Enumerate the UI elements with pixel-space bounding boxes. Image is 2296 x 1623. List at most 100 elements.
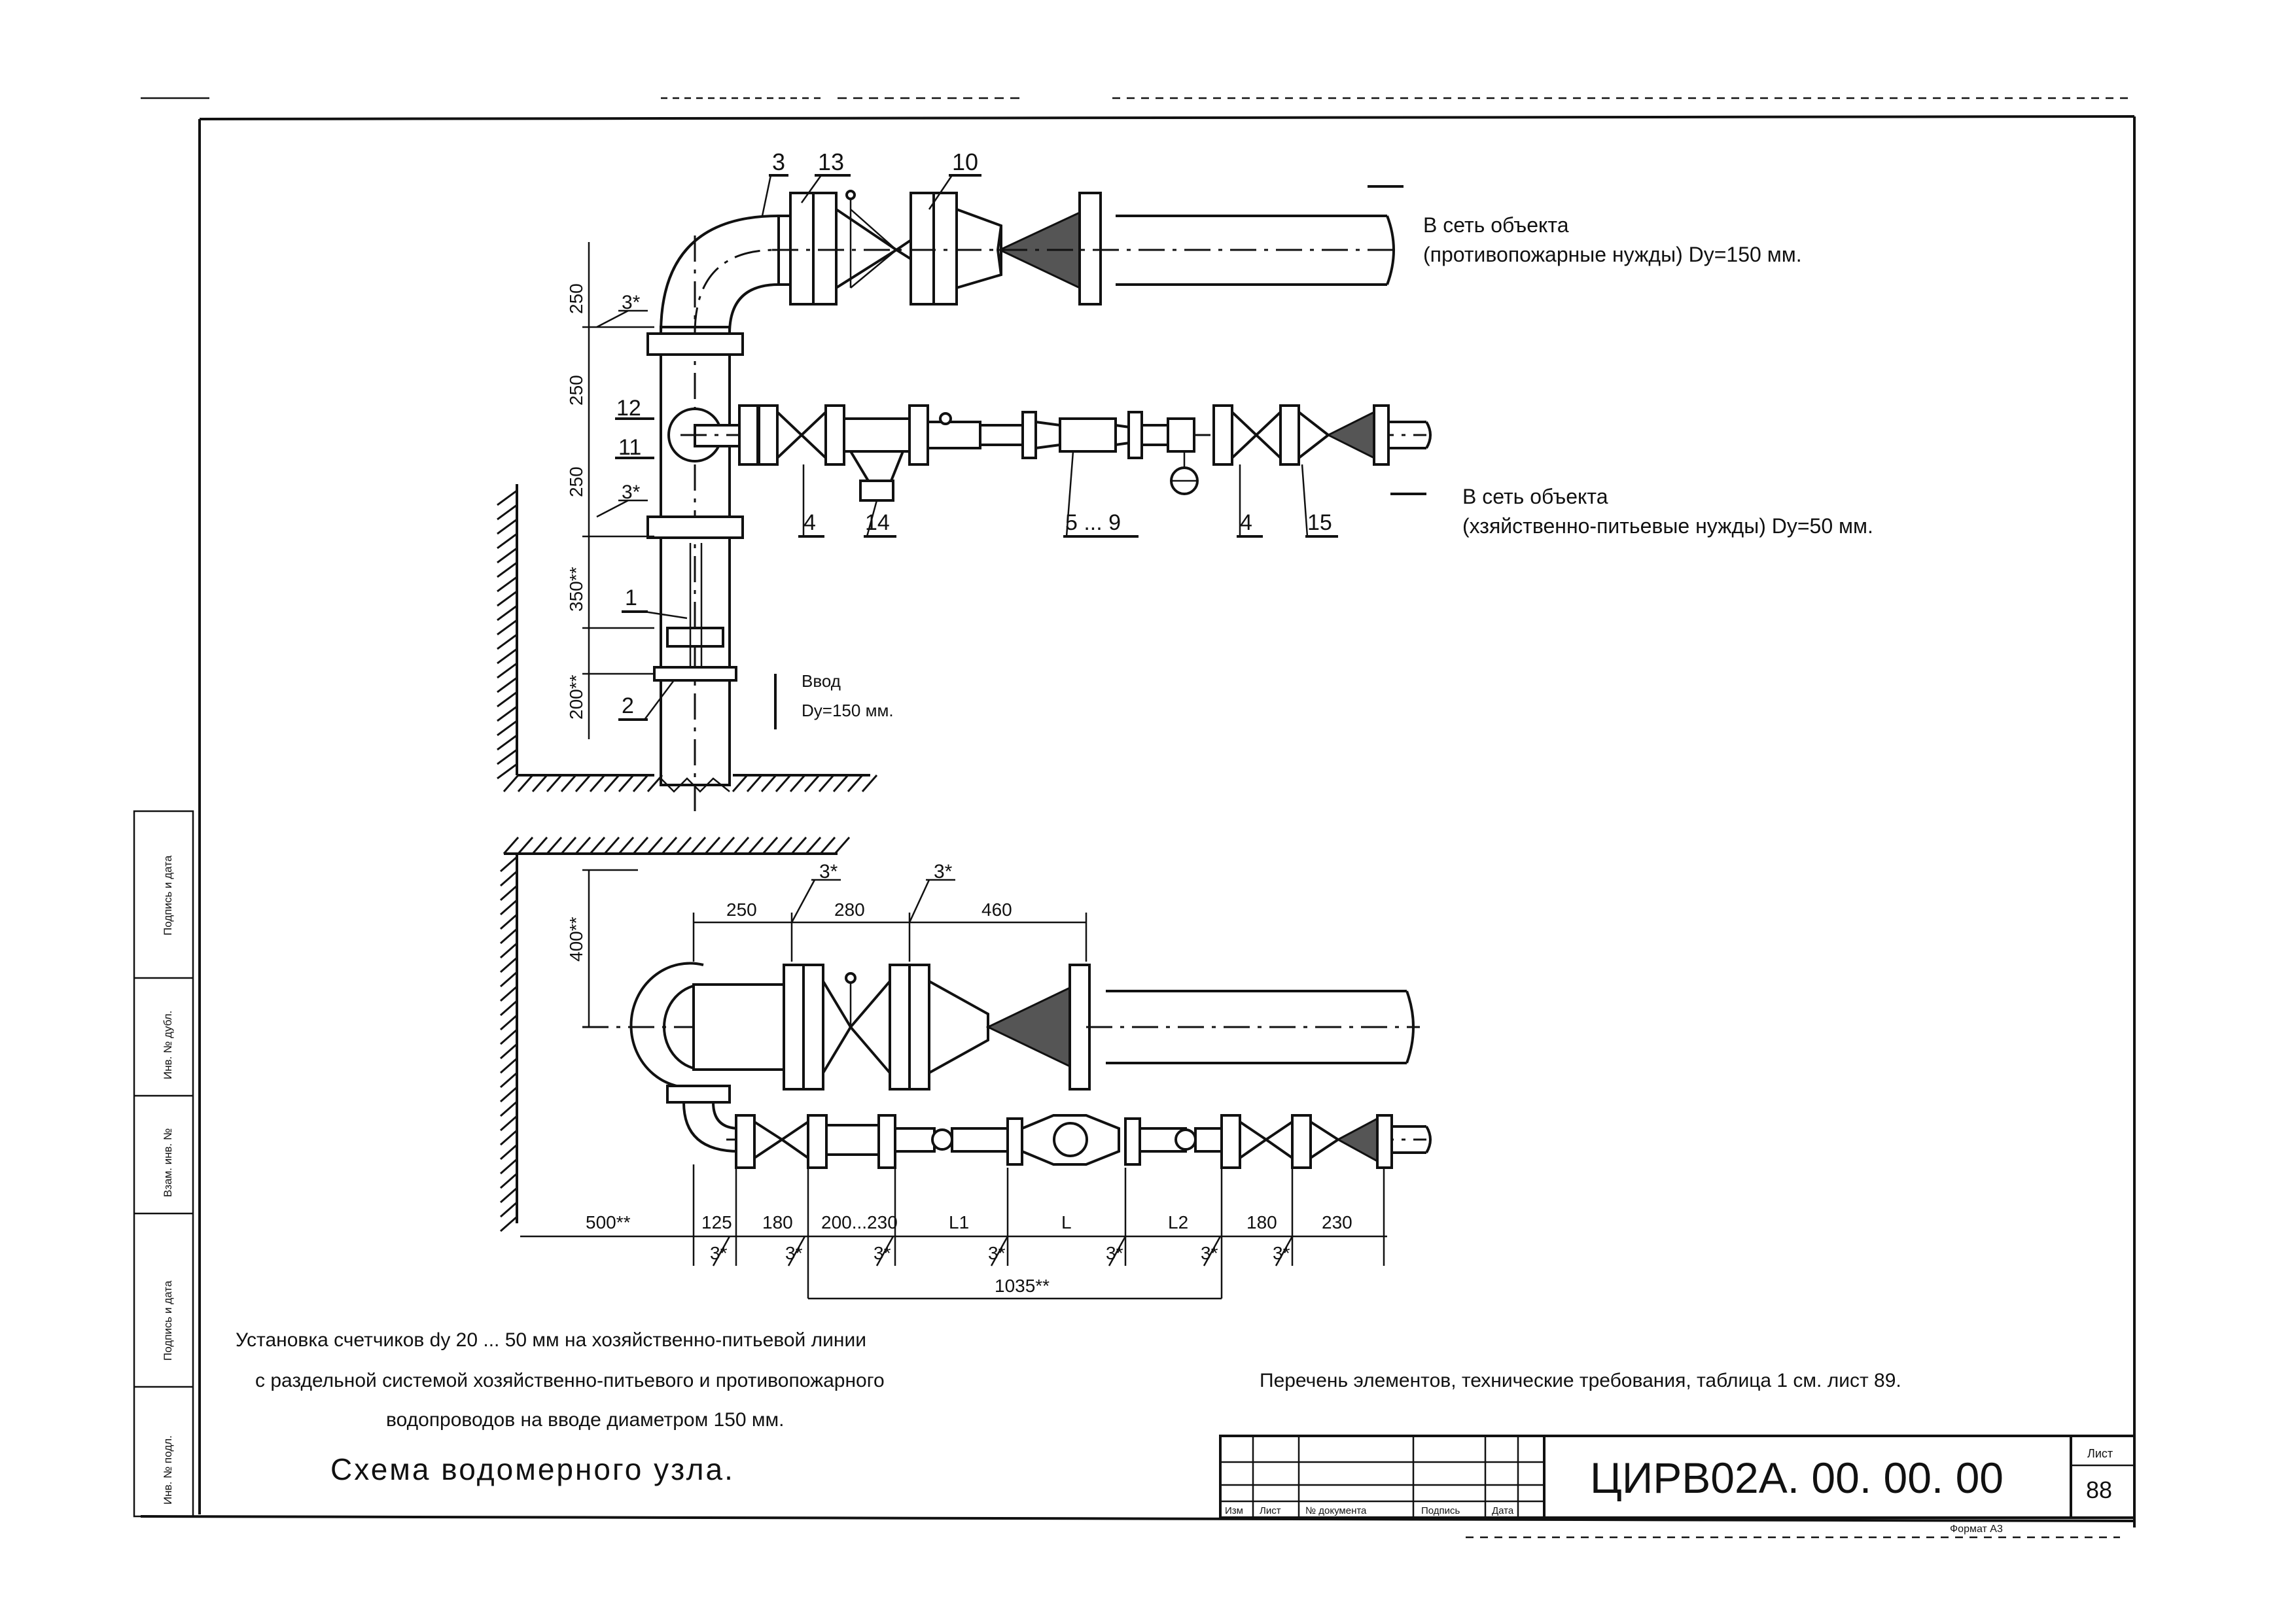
- callout-1: 1: [622, 585, 688, 620]
- hatch-stroke: [531, 775, 548, 792]
- hatch-stroke: [500, 1158, 518, 1175]
- hatch-stroke: [497, 518, 518, 535]
- svg-text:5 ... 9: 5 ... 9: [1065, 510, 1121, 535]
- hatch-stroke: [531, 837, 548, 854]
- dim-L: L: [1061, 1212, 1072, 1232]
- hatch-stroke: [790, 837, 807, 854]
- side-stamp-4: Подпись и дата: [162, 1280, 174, 1361]
- svg-text:200**: 200**: [566, 674, 586, 720]
- hatch-stroke: [497, 532, 518, 550]
- callout-4b: 4: [1237, 464, 1263, 538]
- dim-chain-vertical: 250 250 250 350** 200** 3* 3*: [566, 242, 654, 739]
- hatch-stroke: [497, 619, 518, 636]
- hatch-stroke: [500, 870, 518, 887]
- hatch-stroke: [546, 837, 563, 854]
- hatch-stroke: [497, 489, 518, 506]
- hatch-stroke: [834, 837, 851, 854]
- fire-outlet-line1: В сеть объекта: [1423, 213, 1569, 237]
- dim-1035: 1035**: [995, 1276, 1050, 1296]
- hatch-stroke: [497, 504, 518, 521]
- hatch-stroke: [704, 837, 721, 854]
- callout-11: 11: [615, 435, 654, 460]
- svg-text:4: 4: [1240, 510, 1252, 535]
- hatch-stroke: [500, 1086, 518, 1103]
- svg-text:250: 250: [566, 375, 586, 406]
- hatch-stroke: [818, 775, 835, 792]
- svg-text:4: 4: [804, 510, 816, 535]
- hatch-stroke: [497, 691, 518, 708]
- hatch-stroke: [497, 604, 518, 621]
- tb-col-list: Лист: [1260, 1505, 1281, 1516]
- angle-lower-7: 3*: [1273, 1243, 1290, 1263]
- hatch-stroke: [762, 837, 779, 854]
- hatch-stroke: [500, 1201, 518, 1218]
- hatch-stroke: [500, 1043, 518, 1060]
- tb-col-izm: Изм: [1225, 1505, 1243, 1516]
- format-label: Формат А3: [1950, 1524, 2003, 1535]
- hatch-stroke: [497, 734, 518, 751]
- hatch-stroke: [500, 942, 518, 959]
- hatch-stroke: [847, 775, 864, 792]
- hatch-stroke: [497, 561, 518, 578]
- hatch-stroke: [500, 1187, 518, 1204]
- hatch-stroke: [560, 775, 577, 792]
- hatch-stroke: [500, 1115, 518, 1132]
- caption-line3: водопроводов на вводе диаметром 150 мм.: [386, 1409, 785, 1431]
- callout-5-9: 5 ... 9: [1063, 451, 1139, 538]
- hatch-stroke: [497, 763, 518, 780]
- svg-text:1: 1: [625, 585, 637, 610]
- hatch-stroke: [646, 837, 663, 854]
- caption: Установка счетчиков dy 20 ... 50 мм на х…: [236, 1329, 885, 1486]
- hatch-stroke: [746, 775, 763, 792]
- tb-col-doc: № документа: [1305, 1505, 1367, 1516]
- side-stamp-3: Взам. инв. №: [162, 1128, 174, 1197]
- hatch-stroke: [747, 837, 764, 854]
- svg-text:13: 13: [818, 148, 844, 175]
- hatch-stroke: [503, 775, 520, 792]
- reference-note: Перечень элементов, технические требован…: [1260, 1370, 1901, 1391]
- hatch-stroke: [500, 1129, 518, 1146]
- hatch-stroke: [500, 1172, 518, 1189]
- callout-4a: 4: [798, 464, 824, 538]
- hatch-stroke: [497, 590, 518, 607]
- hatch-stroke: [718, 837, 735, 854]
- hatch-stroke: [503, 837, 520, 854]
- domestic-outlet-line1: В сеть объекта: [1462, 485, 1608, 508]
- angle-upper-2: 3*: [934, 861, 953, 882]
- callout-2: 2: [618, 680, 675, 721]
- inlet-marker: Ввод Dy=150 мм.: [774, 671, 894, 729]
- hatch-stroke: [618, 837, 635, 854]
- hatch-stroke: [632, 837, 649, 854]
- svg-text:350**: 350**: [566, 567, 586, 612]
- angle-lower-6: 3*: [1201, 1243, 1218, 1263]
- hatch-stroke: [632, 775, 649, 792]
- hatch-stroke: [861, 775, 878, 792]
- sheet-frame: [140, 115, 2136, 1539]
- hatch-stroke: [500, 1000, 518, 1017]
- hatch-stroke: [500, 1072, 518, 1089]
- side-stamp: Подпись и дата Инв. № дубл. Взам. инв. №…: [133, 810, 194, 1518]
- sheet-label: Лист: [2087, 1447, 2113, 1460]
- top-assembly: 3 13 10 12 11 4 14: [516, 148, 1873, 811]
- hatch-stroke: [603, 775, 620, 792]
- hatch-stroke: [500, 928, 518, 945]
- tb-col-sign: Подпись: [1421, 1505, 1460, 1516]
- hatch-stroke: [675, 837, 692, 854]
- dim-400: 400**: [566, 916, 586, 962]
- dim-125: 125: [701, 1212, 732, 1232]
- hatch-stroke: [804, 775, 821, 792]
- hatch-stroke: [497, 547, 518, 564]
- hatch-stroke: [560, 837, 577, 854]
- hatch-stroke: [832, 775, 849, 792]
- hatch-stroke: [805, 837, 822, 854]
- hatch-stroke: [497, 676, 518, 693]
- hatch-stroke: [589, 837, 606, 854]
- bottom-assembly: 400**: [504, 852, 1432, 1300]
- hatch-stroke: [500, 899, 518, 916]
- angle-marks: 3* 3* 3* 3* 3* 3* 3*: [710, 1236, 1294, 1266]
- dim-chain-upper: 250 280 460 3* 3*: [692, 861, 1087, 962]
- hatch-stroke: [497, 648, 518, 665]
- hatch-stroke: [789, 775, 806, 792]
- hatch-stroke: [497, 720, 518, 737]
- hatch-stroke: [732, 775, 749, 792]
